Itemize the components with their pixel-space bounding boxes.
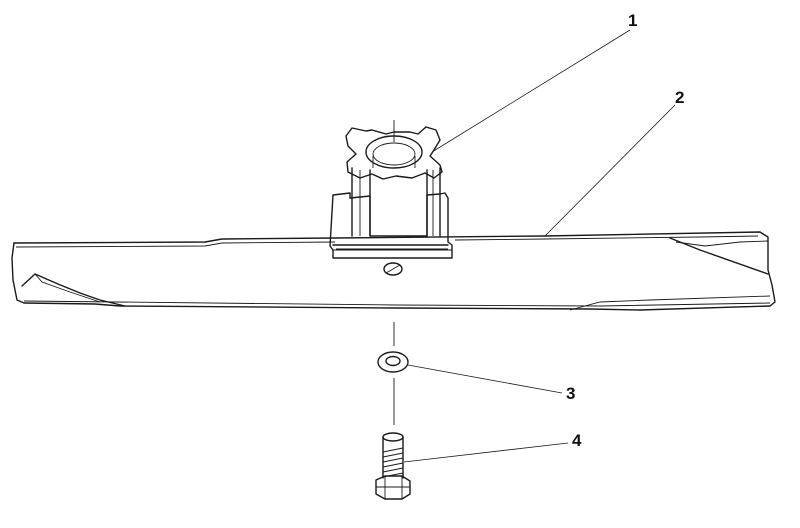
callout-1: 1 <box>628 11 637 30</box>
callout-4: 4 <box>572 431 582 450</box>
bolt <box>375 432 411 500</box>
leader-line-4 <box>403 442 569 463</box>
mower-blade <box>11 231 776 311</box>
leader-line-1 <box>431 29 631 153</box>
callout-3: 3 <box>566 384 575 403</box>
callout-2: 2 <box>675 88 684 107</box>
blade-adapter <box>329 126 453 259</box>
blade-bolt-hole <box>383 262 403 276</box>
leader-line-2 <box>544 104 676 237</box>
washer <box>377 351 409 373</box>
leader-line-3 <box>407 364 563 394</box>
